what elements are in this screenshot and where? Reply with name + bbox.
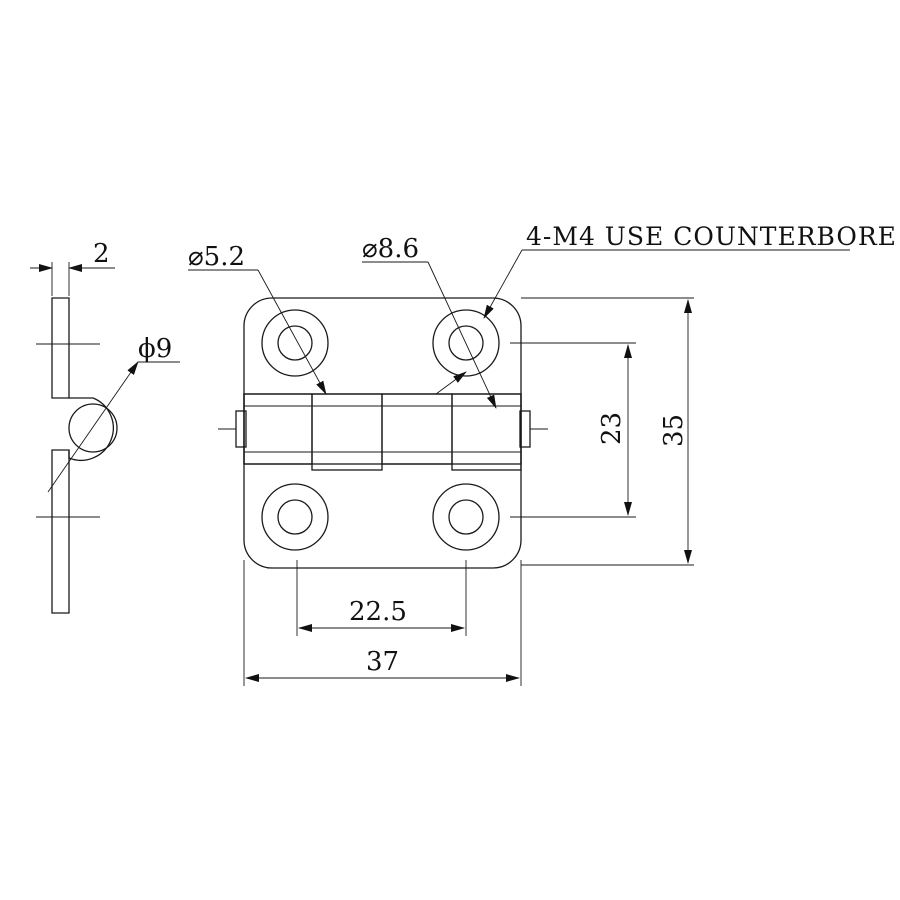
hole-vertical-spacing-label: 23 [597, 412, 627, 445]
side-pin-hole [68, 403, 118, 453]
hole-diameter-label: ⌀5.2 [188, 242, 245, 272]
side-knuckle [68, 397, 114, 461]
thickness-label: 2 [93, 239, 110, 269]
hinge-plate [243, 297, 522, 569]
knuckle-segment-1 [243, 393, 313, 465]
knuckle-segment-2 [311, 393, 383, 471]
hole-horizontal-spacing-label: 22.5 [349, 597, 407, 627]
counterbore-note: 4-M4 USE COUNTERBORE [526, 222, 897, 251]
hole-bottom-right [432, 483, 500, 551]
side-leaf-upper [51, 297, 70, 399]
side-view: 2 ϕ9 [30, 239, 180, 614]
overall-height-label: 35 [659, 414, 689, 447]
front-view [218, 297, 548, 569]
counterbore-diameter-label: ⌀8.6 [362, 234, 419, 264]
overall-width-label: 37 [366, 647, 399, 677]
hole-top-left [261, 309, 329, 377]
knuckle-segment-4 [451, 393, 522, 471]
knuckle-segment-3 [381, 393, 453, 465]
dimension-lines: ⌀5.2 ⌀8.6 4-M4 USE COUNTERBORE 23 35 22.… [188, 222, 897, 686]
hole-bottom-left [261, 483, 329, 551]
side-leaf-lower [51, 449, 70, 614]
pin-diameter-label: ϕ9 [138, 334, 172, 364]
